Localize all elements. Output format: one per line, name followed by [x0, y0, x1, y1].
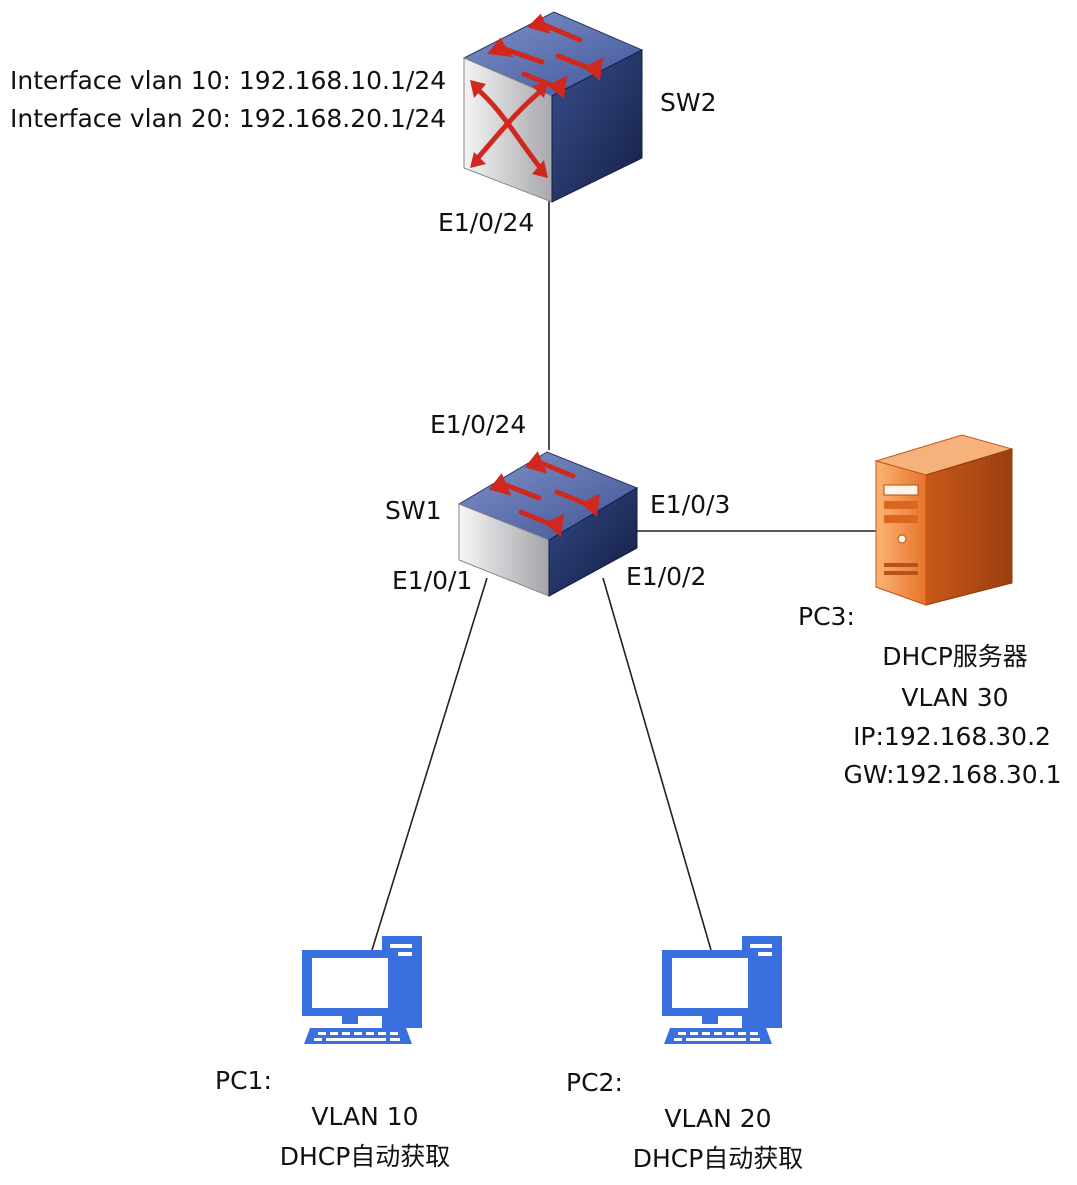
- sw1-port-up-label: E1/0/24: [430, 410, 527, 439]
- pc1-vlan: VLAN 10: [311, 1102, 419, 1131]
- sw1-label: SW1: [385, 496, 442, 525]
- sw1-port-pc2-label: E1/0/2: [626, 562, 707, 591]
- desktop-computer-icon: [302, 936, 427, 1046]
- desktop-computer-icon: [662, 936, 787, 1046]
- link-sw1-pc2: [602, 577, 712, 951]
- sw2-label: SW2: [660, 88, 717, 117]
- pc3-vlan: VLAN 30: [901, 683, 1009, 712]
- sw1-port-pc1-label: E1/0/1: [392, 566, 473, 595]
- sw2-interface-vlan20: Interface vlan 20: 192.168.20.1/24: [10, 104, 447, 133]
- pc3-gateway: GW:192.168.30.1: [843, 760, 1062, 789]
- sw2-port-down-label: E1/0/24: [438, 208, 535, 237]
- link-sw1-pc1: [371, 577, 488, 951]
- pc1-mode: DHCP自动获取: [279, 1142, 451, 1171]
- layer2-switch-icon: [457, 448, 639, 598]
- pc1-label: PC1:: [215, 1066, 272, 1095]
- pc3-label: PC3:: [798, 602, 855, 631]
- server-icon: [872, 415, 1017, 610]
- pc3-role: DHCP服务器: [882, 642, 1028, 671]
- pc2-label: PC2:: [566, 1068, 623, 1097]
- pc3-ip: IP:192.168.30.2: [853, 722, 1051, 751]
- pc2-mode: DHCP自动获取: [632, 1144, 804, 1173]
- pc2-vlan: VLAN 20: [664, 1104, 772, 1133]
- sw2-interface-vlan10: Interface vlan 10: 192.168.10.1/24: [10, 66, 447, 95]
- sw1-port-pc3-label: E1/0/3: [650, 490, 731, 519]
- layer3-switch-icon: [462, 10, 644, 205]
